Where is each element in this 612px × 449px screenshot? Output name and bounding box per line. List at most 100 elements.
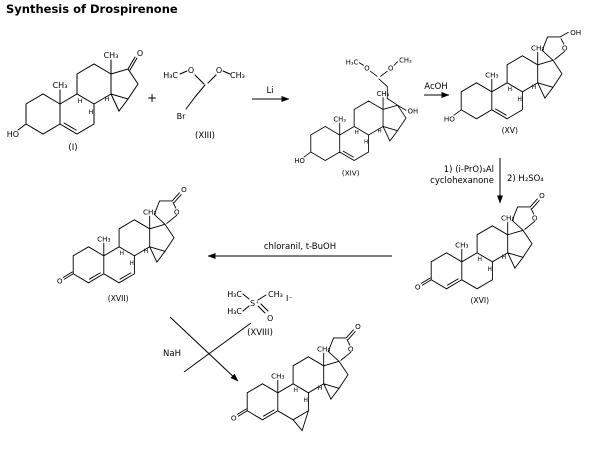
hydrogen-label: H: [378, 128, 382, 134]
hydrogen-label: H: [532, 85, 536, 91]
ch3-label: CH₃: [317, 344, 330, 353]
hydrogen-label: H: [144, 249, 148, 255]
oxygen-label: O: [216, 66, 222, 75]
hydrogen-label: H: [364, 139, 368, 145]
sulfur-label: S⁺: [250, 299, 259, 308]
ketone-oxygen-label: O: [57, 277, 63, 286]
structure-product-skeleton: [236, 329, 356, 432]
ch3-label: CH₃: [531, 43, 544, 52]
reagent-label: cyclohexanone: [430, 176, 494, 186]
structure-product: CH₃ CH₃ O O O H H H: [231, 322, 361, 432]
bromine-label: Br: [177, 112, 186, 121]
ch3-label: CH₃: [377, 90, 390, 98]
oxygen-label: O: [388, 64, 393, 72]
structure-xiii: H₃C O O CH₃ Br (XIII): [163, 66, 245, 141]
ch3-label: CH₃: [143, 207, 156, 216]
hydrogen-label: H: [294, 388, 298, 394]
structure-label: (XIV): [342, 169, 360, 178]
methyl-label: H₃C: [163, 71, 178, 80]
structure-xvii-skeleton: [62, 192, 182, 284]
reaction-arrow-5: NaH: [163, 316, 252, 382]
structure-xv-skeleton: [453, 31, 569, 120]
structure-xviii-skeleton: [242, 293, 269, 314]
lactone-oxygen-label: O: [539, 191, 545, 200]
reaction-arrow-2: AcOH: [424, 82, 450, 98]
structure-xiv: CH₃ CH₃ HO H H H (XIV) OH O H₃C O CH₃: [294, 57, 418, 178]
lactone-oxygen-label: O: [355, 322, 361, 331]
structure-label: (XVII): [108, 294, 129, 303]
ch3-label: CH₃: [104, 51, 119, 60]
oxygen-label: O: [188, 66, 194, 75]
ring-oxygen-label: O: [532, 213, 538, 222]
hydrogen-label: H: [120, 251, 124, 257]
hydrogen-label: H: [105, 95, 110, 103]
hydroxyl-label: OH: [408, 108, 418, 116]
reaction-arrow-4: chloranil, t-BuOH: [207, 242, 392, 259]
hydrogen-label: H: [318, 386, 322, 392]
page-title: Synthesis of Drospirenone: [6, 2, 178, 16]
methyl-label: H₃C: [346, 58, 359, 66]
reaction-arrow-3: 1) (i-PrO)₃Al cyclohexanone 2) H₂SO₄: [430, 158, 544, 204]
hydroxyl-label: HO: [7, 130, 19, 139]
structure-label: (XVIII): [247, 328, 273, 338]
hydroxyl-label: OH: [570, 28, 581, 37]
structure-xvii: CH₃ CH₃ O O O H H H (XVII): [57, 185, 187, 303]
arrow-line: [183, 322, 252, 373]
reagent-label: NaH: [163, 349, 181, 359]
arrow-line: [169, 316, 239, 382]
ketone-oxygen-label: O: [231, 414, 237, 423]
methyl-label: CH₃: [268, 290, 283, 299]
methyl-label: CH₃: [230, 71, 245, 80]
structure-xiv-sidechain: [358, 61, 407, 111]
ring-oxygen-label: O: [562, 43, 568, 52]
reagent-label: AcOH: [424, 82, 447, 92]
ring-oxygen-label: O: [174, 207, 180, 216]
hydrogen-label: H: [508, 87, 512, 93]
hydrogen-label: H: [478, 257, 482, 263]
hydrogen-label: H: [129, 261, 133, 267]
hydroxyl-label: HO: [444, 114, 455, 123]
oxygen-label: O: [364, 64, 369, 72]
ch3-label: CH₃: [485, 70, 498, 79]
structure-label: (XVI): [470, 296, 489, 305]
ring-oxygen-label: O: [348, 344, 354, 353]
structure-xviii: H₃C H₃C S⁺ CH₃ O I⁻ (XVIII): [227, 290, 292, 338]
reaction-arrow-1: Li: [252, 86, 290, 102]
reagent-label: 2) H₂SO₄: [507, 174, 544, 184]
structure-xiii-skeleton: [179, 70, 231, 110]
methyl-label: CH₃: [399, 57, 412, 65]
plus-sign: +: [147, 91, 157, 105]
structure-label: (XIII): [195, 131, 215, 141]
ketone-oxygen-label: O: [137, 49, 143, 58]
ch3-label: CH₃: [501, 213, 514, 222]
hydrogen-label: H: [89, 108, 94, 116]
structure-xvi: CH₃ CH₃ O O O H H H (XVI): [415, 191, 545, 305]
ch3-label: CH₃: [333, 115, 346, 123]
hydrogen-label: H: [502, 255, 506, 261]
lactone-oxygen-label: O: [181, 185, 187, 194]
iodide-label: I⁻: [286, 294, 293, 303]
methyl-label: H₃C: [227, 307, 242, 316]
structure-i: CH₃ CH₃ O HO H H H (I): [7, 49, 143, 153]
structure-xvi-skeleton: [420, 198, 540, 290]
reagent-label: 1) (i-PrO)₃Al: [444, 165, 494, 175]
ch3-label: CH₃: [53, 81, 68, 90]
structure-xiv-skeleton: [303, 97, 407, 161]
ch3-label: CH₃: [271, 371, 284, 380]
oxygen-label: O: [267, 314, 273, 323]
methyl-label: H₃C: [227, 290, 242, 299]
hydrogen-label: H: [303, 398, 307, 404]
reagent-label: Li: [266, 86, 273, 96]
ch3-label: CH₃: [455, 240, 468, 249]
hydrogen-label: H: [487, 267, 491, 273]
structure-label: (I): [68, 143, 77, 153]
reagent-label: chloranil, t-BuOH: [264, 242, 336, 252]
hydroxyl-label: HO: [294, 157, 304, 165]
ch3-label: CH₃: [97, 234, 110, 243]
hydrogen-label: H: [355, 130, 359, 136]
structure-i-skeleton: [17, 56, 139, 135]
hydrogen-label: H: [517, 97, 521, 103]
structure-label: (XV): [502, 126, 518, 135]
